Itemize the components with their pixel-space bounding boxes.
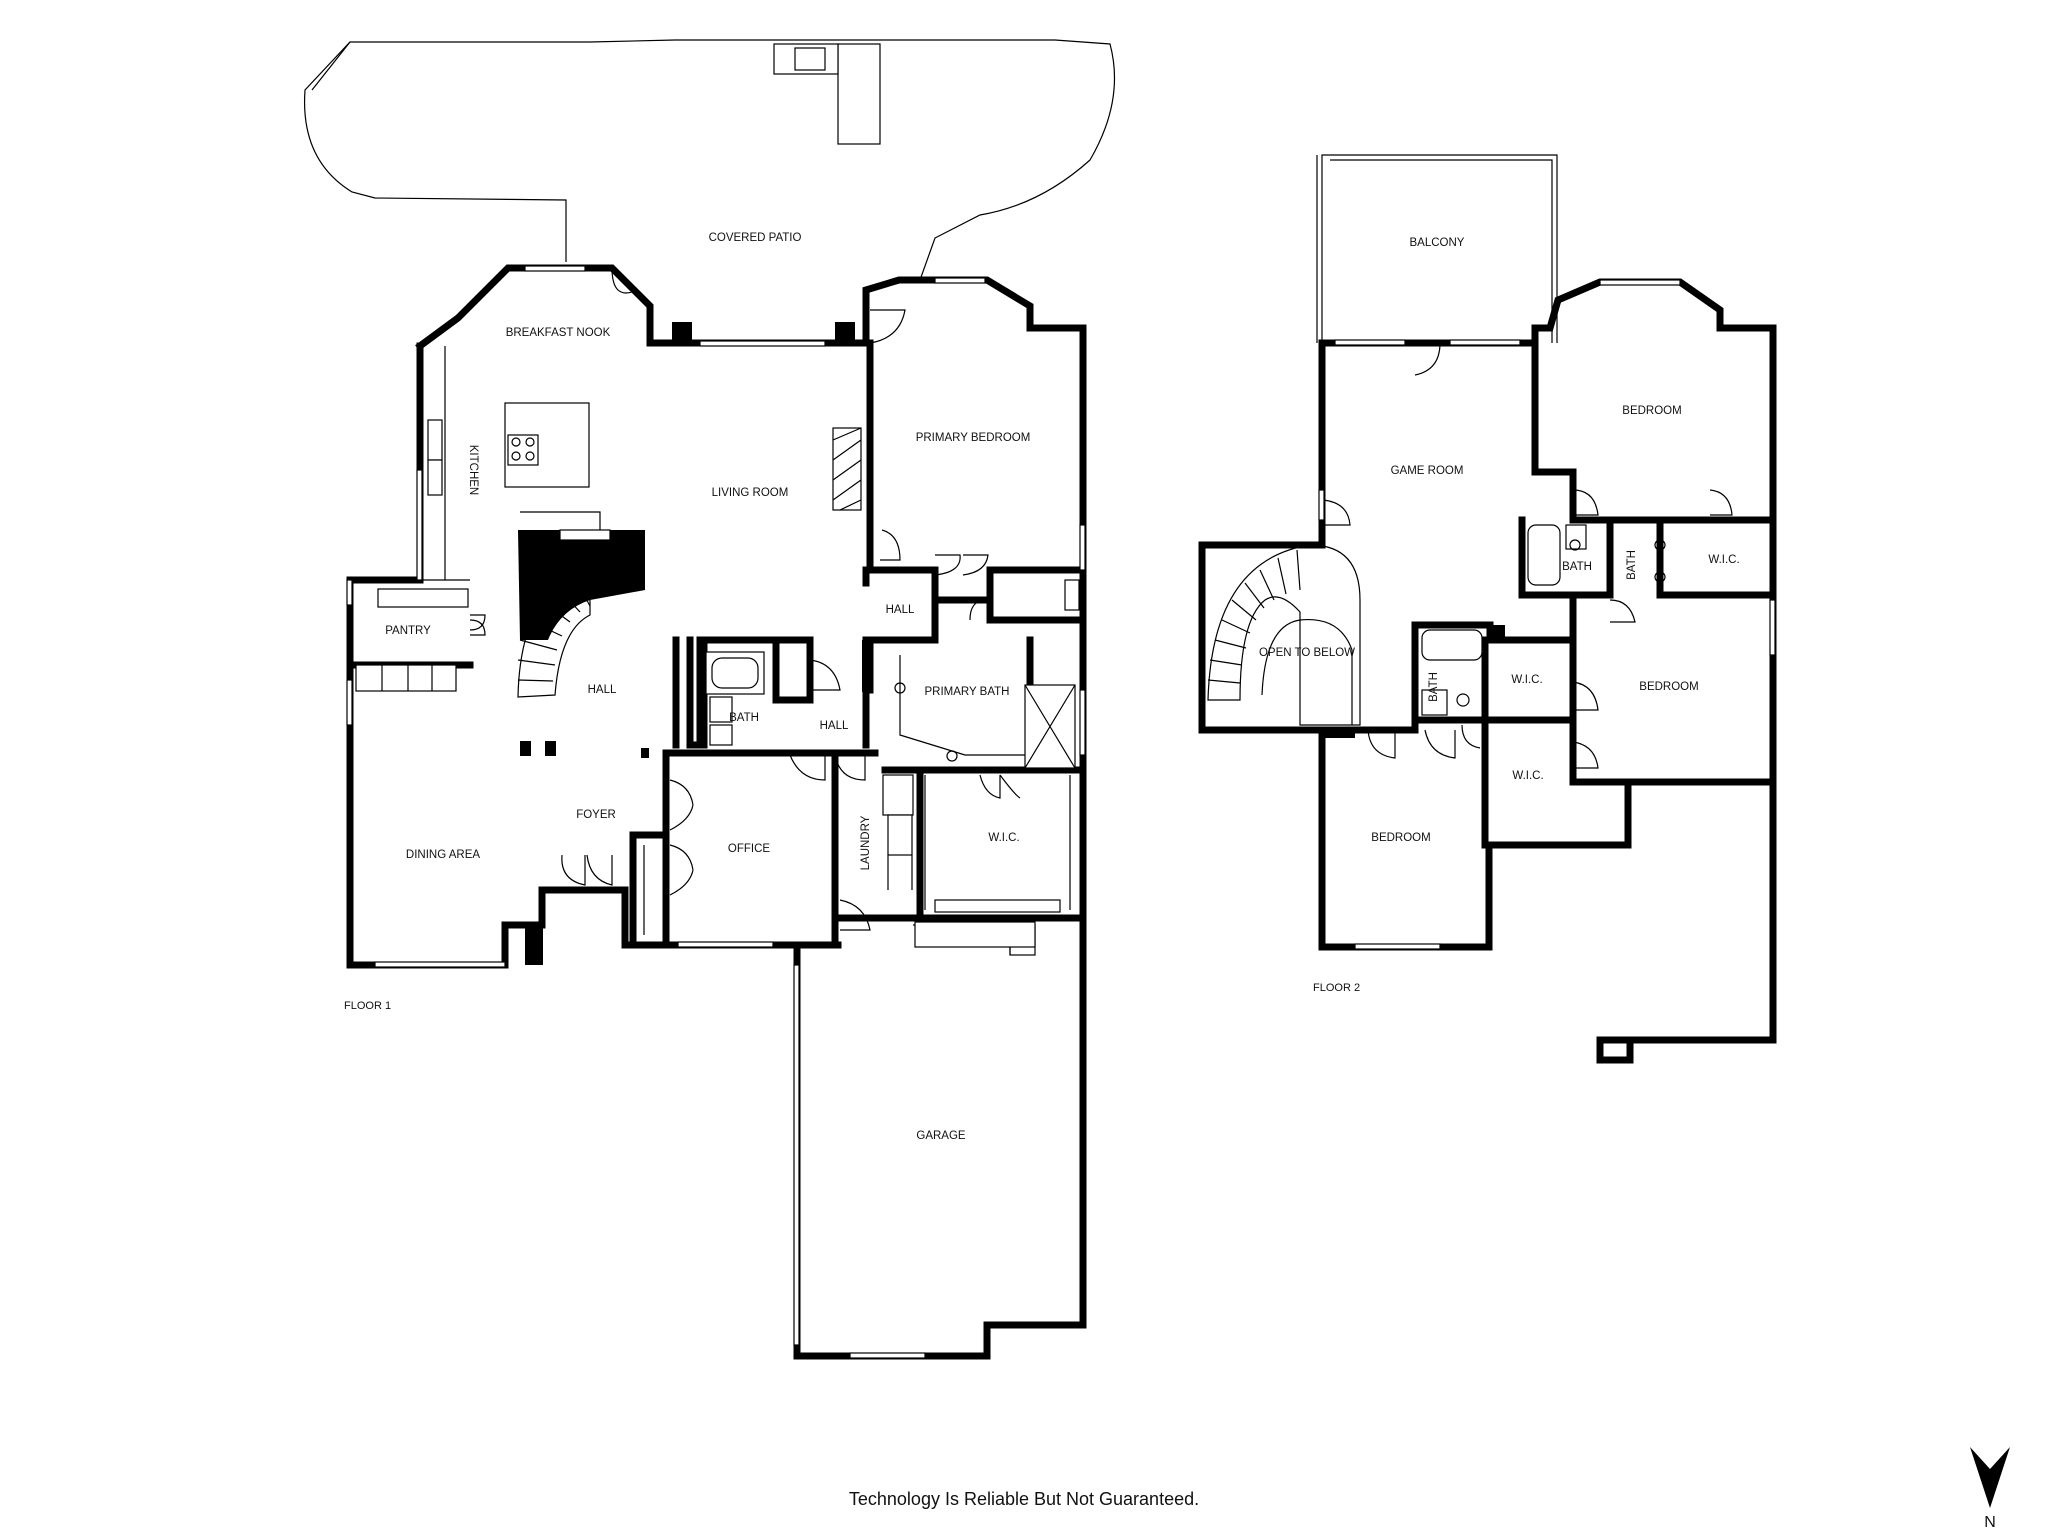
room-label-pantry: PANTRY [385, 625, 431, 637]
room-label-hall-main: HALL [588, 684, 617, 696]
room-label-breakfast-nook: BREAKFAST NOOK [506, 327, 611, 339]
covered-patio-outline [303, 39, 1116, 281]
room-label-living-room: LIVING ROOM [712, 487, 789, 499]
room-label-wic-floor2-b: W.I.C. [1511, 674, 1542, 686]
grill-counter [837, 43, 881, 145]
room-label-dining-area: DINING AREA [406, 849, 480, 861]
room-label-game-room: GAME ROOM [1391, 465, 1464, 477]
floor-2-outer-wall [1318, 278, 1777, 1064]
floor-2-label: FLOOR 2 [1313, 982, 1360, 994]
room-label-garage: GARAGE [916, 1130, 966, 1142]
room-label-bath-floor2-b: BATH [1626, 550, 1638, 580]
compass-label: N [1984, 1514, 1996, 1531]
room-label-laundry: LAUNDRY [860, 815, 872, 870]
room-label-bath-floor2-c: BATH [1428, 672, 1440, 702]
room-label-hall-upper: HALL [886, 604, 915, 616]
floor-2-plan [1198, 154, 1777, 1064]
room-label-office: OFFICE [728, 843, 770, 855]
room-label-bedroom-e: BEDROOM [1639, 681, 1698, 693]
room-label-bath-floor2-a: BATH [1562, 561, 1592, 573]
balcony-outline [1321, 154, 1558, 343]
room-label-balcony: BALCONY [1410, 237, 1465, 249]
disclaimer-text: Technology Is Reliable But Not Guarantee… [848, 1489, 1200, 1509]
room-label-primary-bedroom: PRIMARY BEDROOM [916, 432, 1031, 444]
north-arrow-icon [1970, 1447, 2010, 1508]
room-label-wic-floor2-a: W.I.C. [1708, 554, 1739, 566]
room-label-bedroom-ne: BEDROOM [1622, 405, 1681, 417]
room-label-covered-patio: COVERED PATIO [709, 232, 802, 244]
room-label-wic-floor1: W.I.C. [988, 832, 1019, 844]
floor-1-plan [303, 39, 1116, 1360]
room-label-open-to-below: OPEN TO BELOW [1259, 647, 1355, 659]
room-label-hall-small: HALL [820, 720, 849, 732]
room-label-foyer: FOYER [576, 809, 616, 821]
stair-curved-upper [1207, 544, 1361, 726]
floor-1-label: FLOOR 1 [344, 1000, 391, 1012]
room-label-primary-bath: PRIMARY BATH [925, 686, 1010, 698]
room-label-bedroom-sw: BEDROOM [1371, 832, 1430, 844]
room-label-wic-floor2-c: W.I.C. [1512, 770, 1543, 782]
room-label-bath-floor1: BATH [729, 712, 759, 724]
room-labels: COVERED PATIO BREAKFAST NOOK KITCHEN LIV… [385, 232, 1739, 1142]
room-label-kitchen: KITCHEN [467, 445, 479, 495]
